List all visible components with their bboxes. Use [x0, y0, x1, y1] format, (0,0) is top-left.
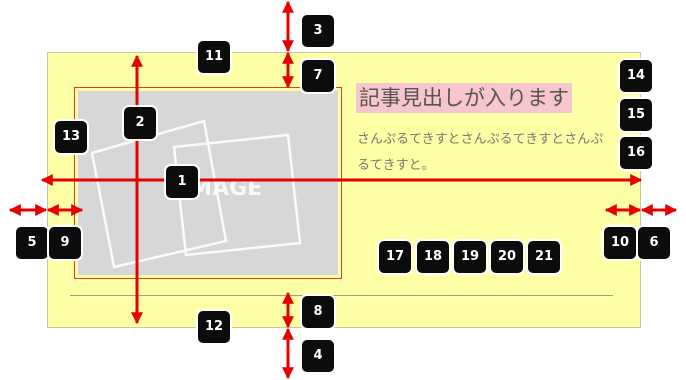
marker-badge: 3 [302, 15, 334, 47]
marker-badge: 19 [454, 241, 486, 273]
marker-badge: 8 [302, 296, 334, 328]
photo-outline-front [172, 133, 302, 257]
marker-badge: 18 [417, 241, 449, 273]
marker-badge: 9 [49, 227, 81, 259]
marker-badge: 13 [55, 121, 87, 153]
marker-badge: 2 [124, 107, 156, 139]
marker-badge: 6 [638, 227, 670, 259]
marker-badge: 17 [379, 241, 411, 273]
marker-badge: 5 [16, 227, 48, 259]
card-title: 記事見出しが入ります [356, 83, 572, 113]
marker-badge: 15 [620, 99, 652, 131]
marker-badge: 7 [302, 60, 334, 92]
photo-outline-back [90, 119, 228, 269]
marker-badge: 21 [528, 241, 560, 273]
marker-badge: 11 [198, 41, 230, 73]
marker-badge: 20 [491, 241, 523, 273]
marker-badge: 1 [166, 166, 198, 198]
marker-badge: 4 [302, 340, 334, 372]
divider-line [70, 295, 613, 296]
marker-badge: 10 [604, 227, 636, 259]
card-body-text: さんぷるてきすとさんぷるてきすとさんぷるてきすと。 [357, 132, 604, 173]
marker-badge: 12 [198, 311, 230, 343]
marker-badge: 14 [620, 60, 652, 92]
marker-badge: 16 [620, 137, 652, 169]
